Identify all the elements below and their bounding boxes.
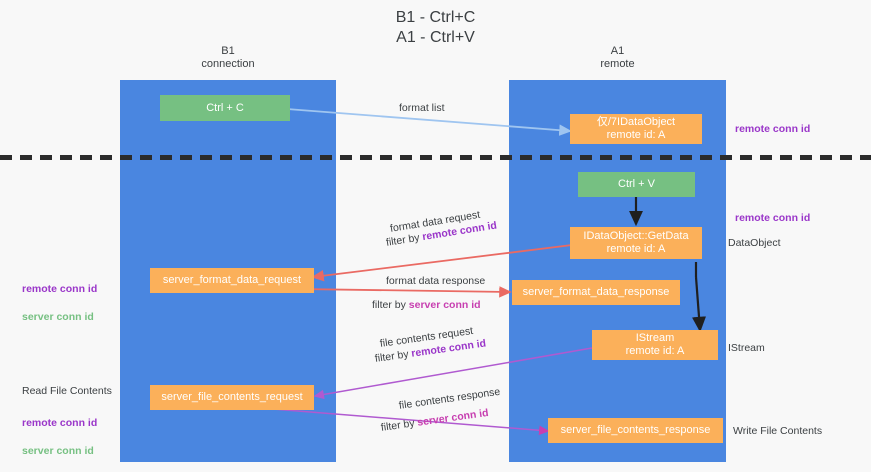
node-istream[interactable]: IStream remote id: A [592, 330, 718, 360]
section-divider [0, 155, 871, 160]
node-idataobject-remote[interactable]: 仅/7IDataObject remote id: A [570, 114, 702, 144]
right-label-remote-conn-id-top: remote conn id [735, 123, 811, 135]
edge-label-file-contents-response-filter: filter by server conn id [380, 406, 489, 435]
right-label-istream: IStream [728, 342, 765, 354]
edge-label-format-data-response: format data response [386, 275, 486, 287]
edge-label-format-list: format list [399, 102, 445, 114]
left-label-remote-conn-id-bottom: remote conn id [22, 417, 98, 429]
filter-key-server-conn-id: server conn id [408, 299, 481, 311]
node-ctrl-c[interactable]: Ctrl + C [160, 95, 290, 121]
left-label-conn-ids-bottom: remote conn id server conn id [22, 402, 97, 472]
node-server-format-data-request[interactable]: server_format_data_request [150, 268, 314, 293]
node-idataobject-getdata[interactable]: IDataObject::GetData remote id: A [570, 227, 702, 259]
filter-prefix: filter by [380, 416, 419, 434]
filter-key-server-conn-id: server conn id [416, 406, 490, 429]
filter-prefix: filter by [374, 347, 413, 365]
edge-label-format-data-response-filter: filter by server conn id [372, 298, 481, 312]
column-header-b1: B1 connection [201, 45, 255, 70]
column-header-a1: A1 remote [600, 45, 635, 70]
right-label-write-file-contents: Write File Contents [733, 425, 823, 437]
filter-prefix: filter by [372, 299, 409, 311]
node-server-format-data-response[interactable]: server_format_data_response [512, 280, 680, 305]
left-label-server-conn-id-bottom: server conn id [22, 445, 94, 457]
node-server-file-contents-response[interactable]: server_file_contents_response [548, 418, 723, 443]
node-ctrl-v[interactable]: Ctrl + V [578, 172, 695, 197]
right-label-data-object: DataObject [728, 237, 781, 249]
right-label-remote-conn-id-mid: remote conn id [735, 212, 811, 224]
left-label-server-conn-id-mid: server conn id [22, 311, 94, 323]
left-label-read-file-contents: Read File Contents [22, 385, 112, 397]
node-server-file-contents-request[interactable]: server_file_contents_request [150, 385, 314, 410]
left-label-conn-ids-mid: remote conn id server conn id [22, 268, 97, 338]
page-title: B1 - Ctrl+C A1 - Ctrl+V [395, 9, 476, 46]
left-label-remote-conn-id-mid: remote conn id [22, 283, 98, 295]
